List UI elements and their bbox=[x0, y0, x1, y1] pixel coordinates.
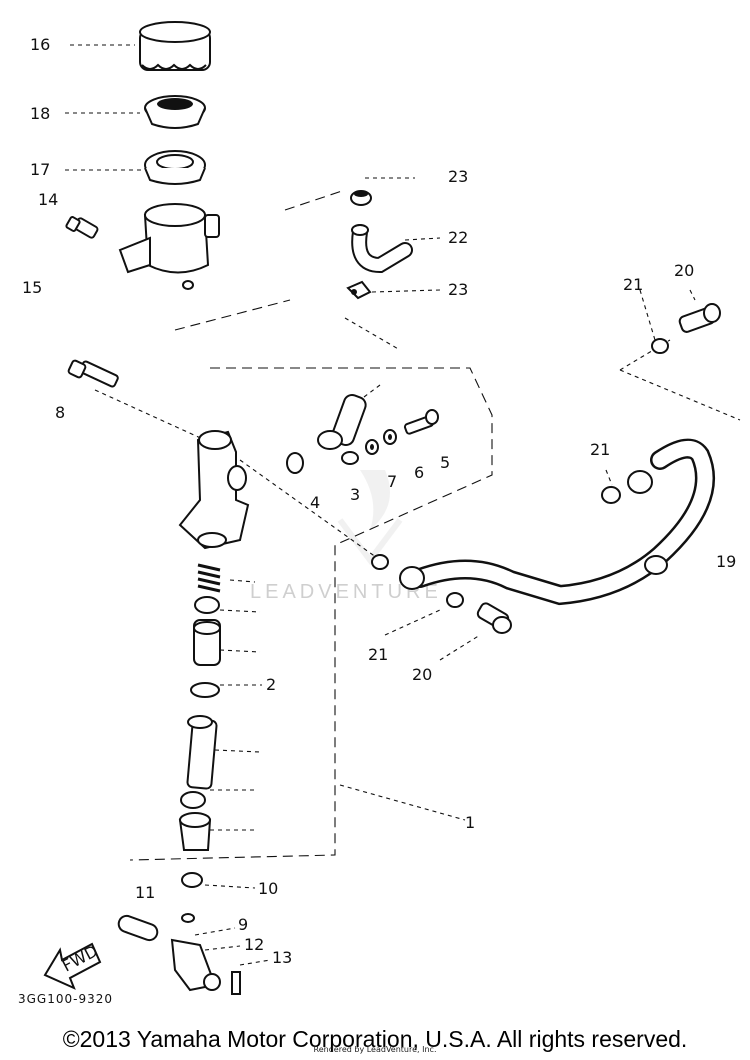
callout-23-top: 23 bbox=[448, 167, 468, 186]
washer-left bbox=[371, 554, 389, 570]
callout-3: 3 bbox=[350, 485, 360, 504]
callout-20-top: 20 bbox=[674, 261, 694, 280]
callout-4: 4 bbox=[310, 493, 320, 512]
part-code: 3GG100-9320 bbox=[18, 992, 113, 1006]
banjo-bolt-lower bbox=[476, 602, 512, 634]
callout-16: 16 bbox=[30, 35, 50, 54]
push-rod bbox=[117, 914, 159, 942]
leader-lines bbox=[65, 44, 696, 966]
diaphragm bbox=[144, 150, 206, 185]
copyright-notice: ©2013 Yamaha Motor Corporation, U.S.A. A… bbox=[62, 1026, 688, 1052]
callout-1: 1 bbox=[465, 813, 475, 832]
callout-8: 8 bbox=[55, 403, 65, 422]
assembly-frame bbox=[129, 367, 493, 861]
callout-2: 2 bbox=[266, 675, 276, 694]
dust-boot bbox=[181, 872, 203, 888]
rendered-by-text: Rendered by LeadVenture, Inc. bbox=[313, 1045, 437, 1054]
master-cylinder-body bbox=[178, 430, 250, 550]
union-bolt bbox=[403, 409, 439, 435]
parts-diagram: LEADVENTURE bbox=[18, 21, 741, 1006]
callout-21-right: 21 bbox=[590, 440, 610, 459]
banjo-bolt-upper bbox=[678, 303, 721, 333]
callout-12: 12 bbox=[244, 935, 264, 954]
cap-plate bbox=[144, 95, 206, 129]
callout-9: 9 bbox=[238, 915, 248, 934]
callout-15: 15 bbox=[22, 278, 42, 297]
callout-7: 7 bbox=[387, 472, 397, 491]
hose-clip-upper bbox=[350, 190, 372, 206]
hose-clip-lower bbox=[346, 280, 372, 300]
watermark-logo bbox=[337, 470, 403, 565]
callout-22: 22 bbox=[448, 228, 468, 247]
mounting-bolt bbox=[67, 359, 119, 388]
o-ring bbox=[286, 452, 304, 474]
washer-7 bbox=[365, 439, 379, 455]
reservoir-hose bbox=[351, 224, 413, 274]
callout-13: 13 bbox=[272, 948, 292, 967]
watermark-text: LEADVENTURE bbox=[250, 581, 442, 603]
callout-20-bottom: 20 bbox=[412, 665, 432, 684]
hose-joint bbox=[317, 393, 367, 465]
callout-numbers: 16 18 17 14 15 23 22 23 21 20 8 4 3 7 6 … bbox=[22, 35, 736, 967]
clevis-pin bbox=[231, 971, 241, 995]
callout-17: 17 bbox=[30, 160, 50, 179]
cap-group-frame bbox=[174, 189, 346, 331]
washer-upper bbox=[651, 338, 669, 354]
callout-21-bottom: 21 bbox=[368, 645, 388, 664]
washer-6 bbox=[383, 429, 397, 445]
fwd-arrow bbox=[43, 942, 102, 990]
spring bbox=[197, 563, 221, 593]
callout-11: 11 bbox=[135, 883, 155, 902]
callout-18: 18 bbox=[30, 104, 50, 123]
hose-group-line bbox=[344, 317, 741, 421]
washer-lower bbox=[446, 592, 464, 608]
callout-10: 10 bbox=[258, 879, 278, 898]
callout-14: 14 bbox=[38, 190, 58, 209]
reservoir-tank bbox=[118, 203, 220, 290]
piston-kit bbox=[178, 596, 221, 851]
clevis bbox=[170, 938, 221, 992]
reservoir-screw bbox=[65, 216, 99, 239]
brake-hose bbox=[399, 438, 715, 606]
lock-nut bbox=[181, 913, 195, 923]
reservoir-cap bbox=[139, 21, 211, 71]
washer-right bbox=[601, 486, 621, 504]
callout-19: 19 bbox=[716, 552, 736, 571]
callout-21-top: 21 bbox=[623, 275, 643, 294]
callout-23-bottom: 23 bbox=[448, 280, 468, 299]
callout-6: 6 bbox=[414, 463, 424, 482]
callout-5: 5 bbox=[440, 453, 450, 472]
